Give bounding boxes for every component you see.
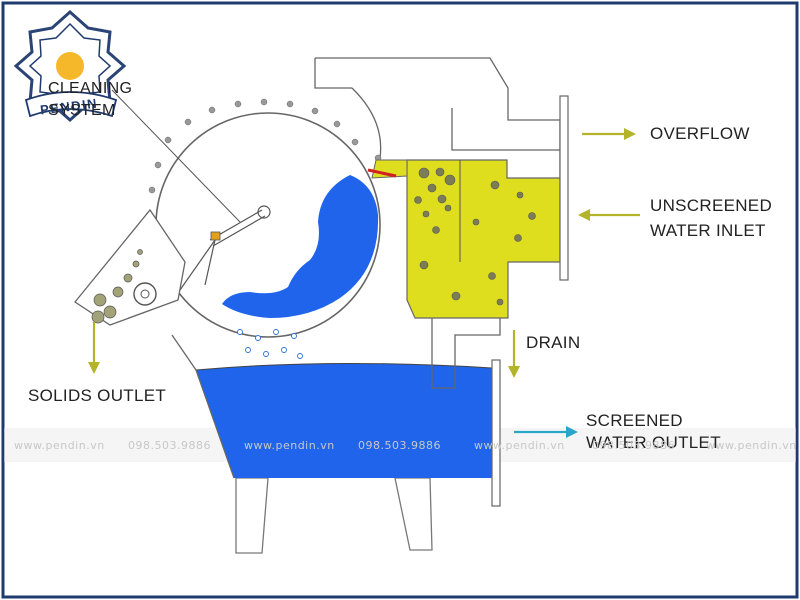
water-droplets: [237, 329, 303, 359]
screened-outlet-arrow: [514, 426, 578, 438]
drain-arrow: [508, 330, 520, 378]
housing-outline: [171, 334, 235, 479]
cleaning-system-label: CLEANING SYSTEM: [48, 80, 133, 119]
overflow-label: OVERFLOW: [650, 124, 750, 143]
unscreened-label-line2: WATER INLET: [650, 221, 766, 240]
watermark-item: www.pendin.vn: [706, 439, 797, 452]
support-legs: [235, 477, 433, 554]
watermark-item: www.pendin.vn: [474, 439, 565, 452]
tank-water-surface: [195, 362, 493, 371]
overflow-arrow: [582, 128, 636, 140]
outlet-flange: [491, 359, 501, 507]
watermark-item: www.pendin.vn: [244, 439, 335, 452]
solids-particles: [91, 249, 143, 324]
drain-label: DRAIN: [526, 333, 581, 352]
drive-motor: [133, 282, 157, 306]
solids-outlet-label: SOLIDS OUTLET: [28, 386, 167, 405]
cleaning-leader-line: [111, 89, 241, 223]
inlet-valve: [367, 168, 397, 178]
sludge-particles: [414, 167, 536, 306]
spray-nozzle: [210, 231, 221, 241]
solids-outlet-arrow: [88, 322, 100, 374]
screened-label-line1: SCREENED: [586, 411, 683, 430]
unscreened-inlet-arrow: [578, 209, 640, 221]
screened-water-tank: [196, 363, 492, 478]
unscreened-water-chamber: [406, 159, 561, 319]
watermark-item: www.pendin.vn: [14, 439, 105, 452]
unscreened-label-line1: UNSCREENED: [650, 196, 773, 215]
pendin-logo: [13, 9, 127, 123]
drain-channel: [431, 318, 501, 389]
watermark-item: 098.503.9886: [592, 439, 675, 452]
watermark-item: 098.503.9886: [358, 439, 441, 452]
inlet-flange: [559, 95, 569, 281]
drum-cover: [351, 87, 382, 159]
drum-water: [222, 175, 379, 318]
screened-label-line2: WATER OUTLET: [586, 433, 721, 452]
watermark-item: 098.503.9886: [128, 439, 211, 452]
